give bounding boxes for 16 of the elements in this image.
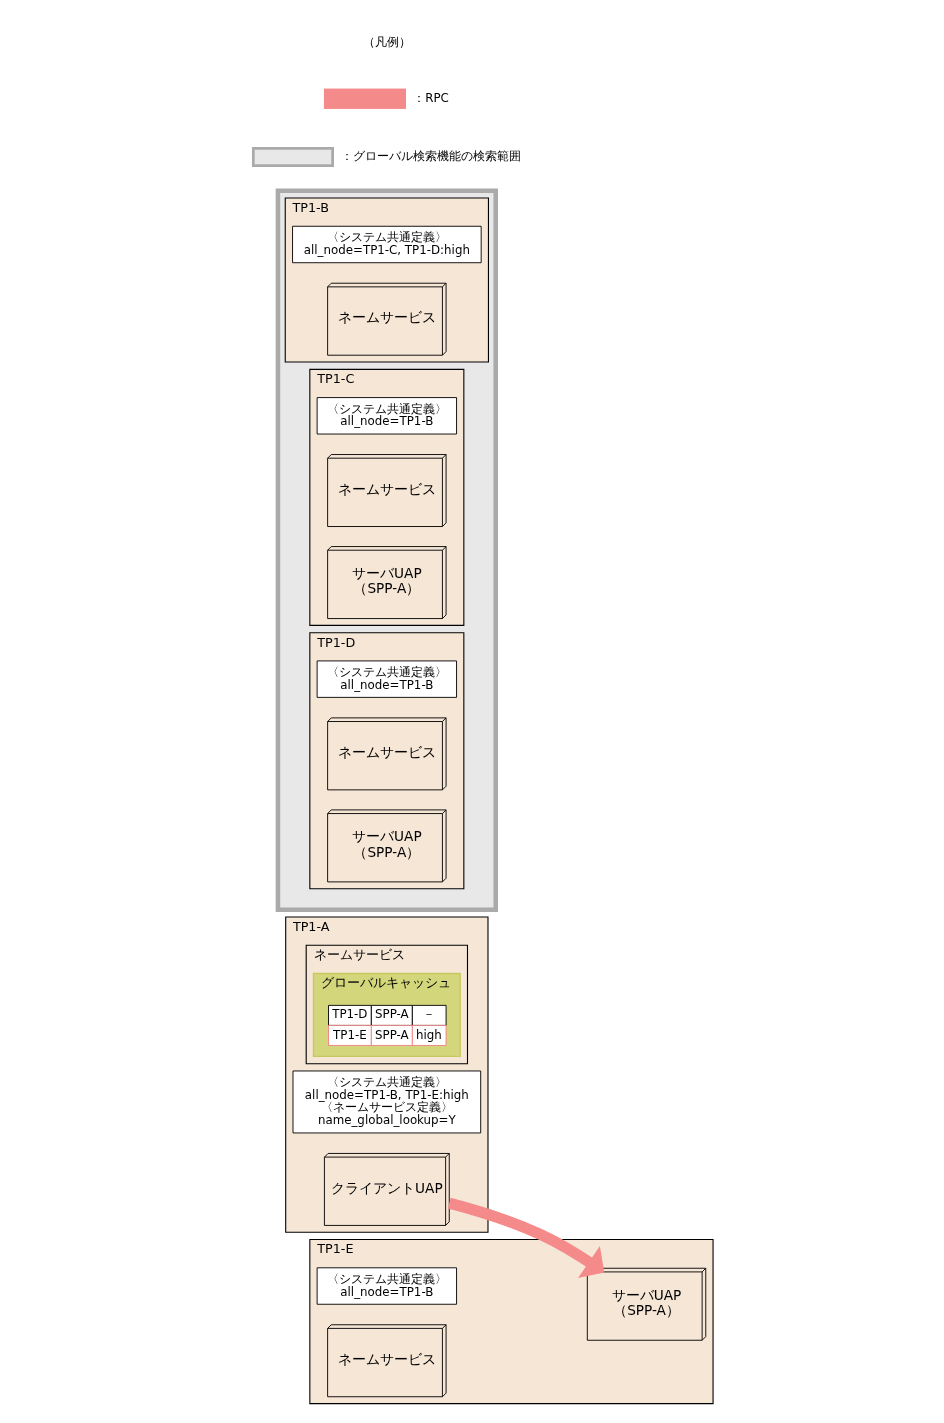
- label: high: [415, 1027, 442, 1042]
- cluster: [275, 188, 498, 912]
- label: SPP-A: [374, 1007, 409, 1022]
- legend-label: ：グローバル検索機能の検索範囲: [340, 149, 521, 164]
- label: SPP-A: [374, 1027, 409, 1042]
- node-box: 〈システム共通定義〉 all_node=TP1-C, TP1-D:high: [291, 225, 482, 264]
- label: TP1-E: [332, 1027, 367, 1042]
- node-box: 〈システム共通定義〉 all_node=TP1-B, TP1-E:high 〈ネームサービス定義〉 name_global_lookup=Y: [292, 1070, 481, 1134]
- arrow: [447, 1197, 604, 1279]
- label: （凡例）: [362, 35, 411, 50]
- legend-label: ：RPC: [412, 90, 449, 105]
- node-box: 〈システム共通定義〉 all_node=TP1-B: [316, 397, 457, 435]
- node-box: 〈システム共通定義〉 all_node=TP1-B: [316, 660, 457, 698]
- label: TP1-D: [331, 1007, 367, 1022]
- label: －: [422, 1007, 435, 1022]
- node-box: 〈システム共通定義〉 all_node=TP1-B: [316, 1267, 457, 1305]
